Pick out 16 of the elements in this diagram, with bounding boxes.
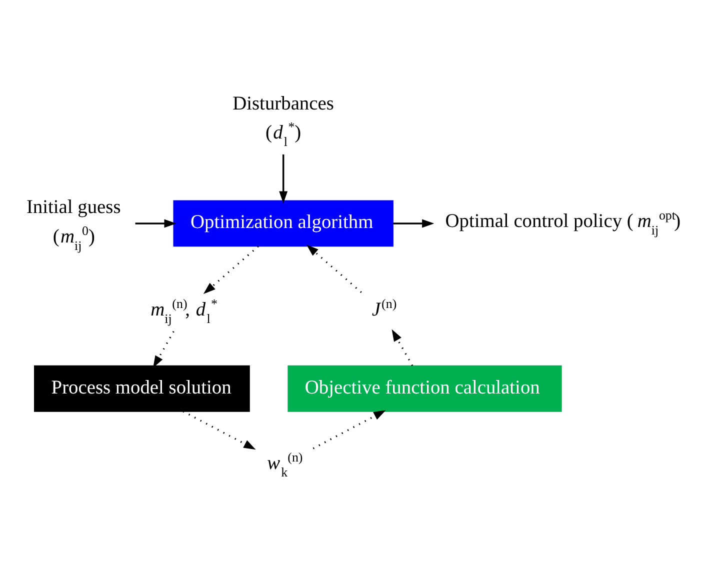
- node-box: Process model solution: [34, 365, 250, 412]
- node-text: Optimal control policy (m$_{ij}$$^{opt}$): [445, 208, 681, 238]
- arrow: [392, 329, 414, 366]
- node-text: J$^{(n)}$: [372, 296, 397, 321]
- arrow: [312, 410, 386, 450]
- arrow: [135, 219, 176, 228]
- node-text: Initial guess (m$_{ij}$$^{0}$): [26, 197, 121, 253]
- arrow: [279, 154, 288, 204]
- node-text: Disturbances (d$_{l}$$^{*}$): [232, 93, 334, 150]
- node-box: Objective function calculation: [288, 365, 562, 412]
- arrow: [203, 246, 259, 294]
- arrow: [393, 219, 434, 228]
- arrow: [306, 244, 362, 293]
- arrow: [153, 331, 174, 368]
- arrow: [182, 410, 256, 450]
- node-box: Optimization algorithm: [173, 200, 394, 247]
